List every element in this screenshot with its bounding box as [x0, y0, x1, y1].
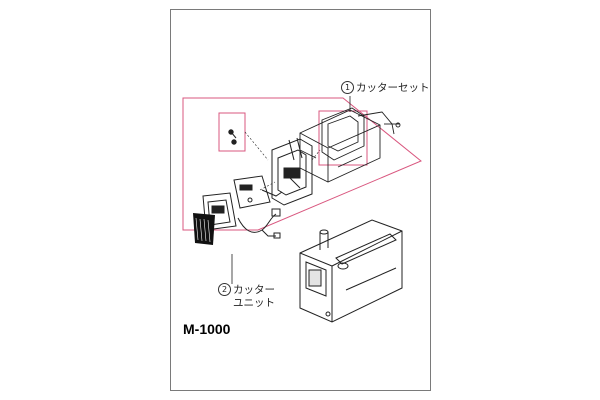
- diagram-page: [170, 9, 431, 391]
- callout-number: 1: [341, 81, 354, 94]
- control-board: [233, 175, 283, 209]
- machine-body: [299, 219, 403, 323]
- blade-holder-frame: [271, 137, 313, 206]
- small-screw-parts: [228, 129, 237, 145]
- cutter-set-assembly: [299, 107, 401, 183]
- cutter-unit-outline: [182, 97, 422, 231]
- callout-text: カッターセット: [356, 82, 430, 94]
- callout-text-line1: カッター: [233, 284, 275, 296]
- cover-plate: [193, 213, 215, 245]
- callout-text-line2: ユニット: [233, 297, 275, 309]
- model-number: M-1000: [183, 321, 231, 337]
- assembly-guide-lines: [244, 131, 321, 191]
- callout-number: 2: [218, 283, 231, 296]
- power-cable: [237, 208, 281, 239]
- callout-leaders: [231, 96, 351, 284]
